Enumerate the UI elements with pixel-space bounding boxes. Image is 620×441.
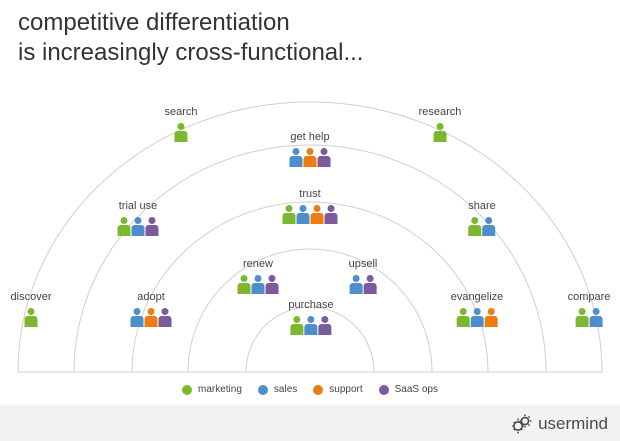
- person-icon-sales: [289, 148, 303, 167]
- person-icon-saas-ops: [317, 148, 331, 167]
- node-label: upsell: [348, 258, 378, 270]
- node-label: discover: [10, 291, 52, 303]
- title-line-1: competitive differentiation: [18, 9, 290, 36]
- node-evangelize: evangelize: [450, 291, 504, 327]
- person-icon-marketing: [575, 308, 589, 327]
- node-upsell: upsell: [348, 258, 378, 294]
- people-group: [433, 123, 447, 142]
- node-purchase: purchase: [288, 299, 334, 335]
- node-label: get help: [290, 131, 330, 143]
- brand-name: usermind: [538, 414, 608, 433]
- person-icon-marketing: [117, 217, 131, 236]
- people-group: [290, 316, 332, 335]
- node-label: share: [468, 200, 496, 212]
- people-group: [575, 308, 603, 327]
- node-label: compare: [567, 291, 611, 303]
- people-group: [456, 308, 498, 327]
- person-icon-sales: [130, 308, 144, 327]
- person-icon-saas-ops: [324, 205, 338, 224]
- legend-item-marketing: marketing: [182, 384, 242, 395]
- legend-label-sales: sales: [273, 384, 298, 395]
- people-group: [237, 275, 279, 294]
- footer: usermind: [0, 405, 620, 441]
- brand-logo[interactable]: usermind: [510, 413, 608, 435]
- legend: marketing sales support SaaS ops: [0, 384, 620, 395]
- people-group: [468, 217, 496, 236]
- gear-icon: [512, 414, 532, 434]
- person-icon-support: [144, 308, 158, 327]
- node-label: renew: [243, 258, 273, 270]
- people-group: [282, 205, 338, 224]
- people-group: [174, 123, 188, 142]
- person-icon-saas-ops: [318, 316, 332, 335]
- person-icon-sales: [251, 275, 265, 294]
- person-icon-sales: [482, 217, 496, 236]
- node-share: share: [468, 200, 496, 236]
- legend-item-sales: sales: [257, 384, 298, 395]
- people-group: [289, 148, 331, 167]
- person-icon-marketing: [433, 123, 447, 142]
- arc-4: [187, 248, 433, 373]
- node-label: trust: [299, 188, 321, 200]
- person-icon-support: [310, 205, 324, 224]
- people-group: [130, 308, 172, 327]
- page-title: competitive differentiation is increasin…: [18, 8, 363, 68]
- arc-inner: [245, 306, 375, 373]
- legend-item-saas-ops: SaaS ops: [378, 384, 438, 395]
- person-icon-saas-ops: [158, 308, 172, 327]
- node-get-help: get help: [289, 131, 331, 167]
- person-icon-marketing: [174, 123, 188, 142]
- legend-item-support: support: [313, 384, 363, 395]
- person-icon-marketing: [24, 308, 38, 327]
- people-group: [117, 217, 159, 236]
- node-trust: trust: [282, 188, 338, 224]
- person-icon-marketing: [290, 316, 304, 335]
- person-icon-sales: [304, 316, 318, 335]
- node-renew: renew: [237, 258, 279, 294]
- person-icon-saas-ops: [363, 275, 377, 294]
- person-icon-sales: [470, 308, 484, 327]
- node-label: evangelize: [450, 291, 504, 303]
- arc-3: [131, 201, 489, 373]
- legend-label-saas-ops: SaaS ops: [394, 384, 438, 395]
- legend-dot-saas-ops: [378, 384, 389, 395]
- person-icon-saas-ops: [265, 275, 279, 294]
- legend-label-support: support: [329, 384, 363, 395]
- arc-outer: [17, 101, 603, 373]
- node-trial-use: trial use: [117, 200, 159, 236]
- legend-dot-sales: [257, 384, 268, 395]
- person-icon-marketing: [468, 217, 482, 236]
- person-icon-sales: [349, 275, 363, 294]
- title-line-2: is increasingly cross-functional...: [18, 39, 364, 66]
- person-icon-saas-ops: [145, 217, 159, 236]
- legend-dot-marketing: [182, 384, 192, 395]
- node-label: research: [418, 106, 462, 118]
- legend-label-marketing: marketing: [198, 384, 242, 395]
- person-icon-marketing: [282, 205, 296, 224]
- legend-dot-support: [313, 384, 324, 395]
- node-adopt: adopt: [130, 291, 172, 327]
- people-group: [349, 275, 377, 294]
- node-search: search: [164, 106, 198, 142]
- node-compare: compare: [567, 291, 611, 327]
- node-discover: discover: [10, 291, 52, 327]
- person-icon-marketing: [237, 275, 251, 294]
- person-icon-sales: [131, 217, 145, 236]
- people-group: [24, 308, 38, 327]
- node-label: adopt: [137, 291, 165, 303]
- person-icon-marketing: [456, 308, 470, 327]
- node-label: purchase: [288, 299, 334, 311]
- arc-2: [73, 144, 547, 373]
- node-research: research: [418, 106, 462, 142]
- person-icon-support: [484, 308, 498, 327]
- person-icon-support: [303, 148, 317, 167]
- person-icon-sales: [296, 205, 310, 224]
- node-label: trial use: [118, 200, 158, 212]
- person-icon-sales: [589, 308, 603, 327]
- node-label: search: [164, 106, 198, 118]
